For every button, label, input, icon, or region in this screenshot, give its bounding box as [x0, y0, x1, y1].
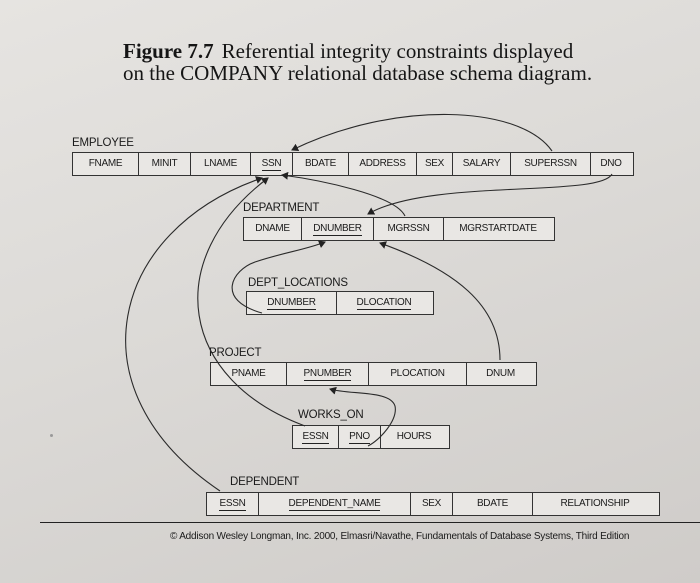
arrow-superssn-to-ssn — [291, 113, 553, 152]
department-attr-mgrstartdate: MGRSTARTDATE — [459, 223, 537, 234]
arrow-dno-to-dnumber — [367, 173, 613, 215]
project-attr-pnumber: PNUMBER — [287, 363, 369, 385]
department-attr-dname: DNAME — [244, 218, 302, 240]
employee-attr-ssn: SSN — [251, 153, 293, 175]
project-relation-name: PROJECT — [209, 347, 262, 359]
figure-title: Figure 7.7 Referential integrity constrai… — [123, 40, 643, 84]
dependent-attr-dependent-name: DEPENDENT_NAME — [259, 493, 411, 515]
page-speck — [50, 434, 53, 437]
dept-locations-relation-name: DEPT_LOCATIONS — [248, 277, 348, 289]
dependent-relation-name: DEPENDENT — [230, 476, 300, 488]
department-relation: DNAME DNUMBER MGRSSN MGRSTARTDATE — [243, 217, 555, 241]
employee-attr-minit: MINIT — [139, 153, 191, 175]
works-on-attr-hours: HOURS — [396, 431, 432, 442]
dependent-attr-essn: ESSN — [207, 493, 259, 515]
figure-title-line1: Referential integrity constraints displa… — [221, 39, 574, 63]
caption-rule — [40, 522, 700, 523]
employee-relation: FNAME MINIT LNAME SSN BDATE ADDRESS SEX … — [72, 152, 634, 176]
project-attr-plocation: PLOCATION — [369, 363, 467, 385]
project-attr-dnum: DNUM — [486, 368, 515, 379]
copyright-caption: © Addison Wesley Longman, Inc. 2000, Elm… — [170, 531, 630, 542]
department-attr-mgrssn: MGRSSN — [374, 218, 444, 240]
employee-attr-fname: FNAME — [73, 153, 139, 175]
figure-title-line2: on the COMPANY relational database schem… — [123, 61, 593, 85]
figure-number: Figure 7.7 — [123, 39, 214, 63]
arrow-mgrssn-to-ssn — [281, 171, 406, 217]
dept-locations-attr-dnumber: DNUMBER — [247, 292, 337, 314]
project-attr-pname: PNAME — [211, 363, 287, 385]
arrow-works-on-essn-to-ssn — [197, 177, 306, 427]
employee-attr-address: ADDRESS — [349, 153, 417, 175]
works-on-relation-name: WORKS_ON — [298, 409, 364, 421]
project-relation: PNAME PNUMBER PLOCATION DNUM — [210, 362, 537, 386]
employee-attr-lname: LNAME — [191, 153, 251, 175]
department-attr-dnumber: DNUMBER — [302, 218, 374, 240]
works-on-attr-essn: ESSN — [293, 426, 339, 448]
employee-attr-superssn: SUPERSSN — [511, 153, 591, 175]
employee-relation-name: EMPLOYEE — [72, 137, 134, 149]
arrow-dnum-to-dnumber — [379, 241, 501, 361]
arrow-dlocations-dnumber-to-dnumber — [231, 240, 326, 314]
employee-attr-bdate: BDATE — [293, 153, 349, 175]
works-on-relation: ESSN PNO HOURS — [292, 425, 450, 449]
dependent-attr-relationship: RELATIONSHIP — [560, 498, 630, 509]
dependent-relation: ESSN DEPENDENT_NAME SEX BDATE RELATIONSH… — [206, 492, 660, 516]
arrow-dependent-essn-to-ssn — [125, 176, 263, 492]
employee-attr-dno: DNO — [600, 158, 622, 169]
employee-attr-sex: SEX — [417, 153, 453, 175]
employee-attr-salary: SALARY — [453, 153, 511, 175]
dept-locations-attr-dlocation: DLOCATION — [356, 297, 412, 310]
arrow-pno-to-pnumber — [329, 386, 396, 447]
department-relation-name: DEPARTMENT — [243, 202, 320, 214]
dependent-attr-sex: SEX — [411, 493, 453, 515]
dependent-attr-bdate: BDATE — [453, 493, 533, 515]
dept-locations-relation: DNUMBER DLOCATION — [246, 291, 434, 315]
